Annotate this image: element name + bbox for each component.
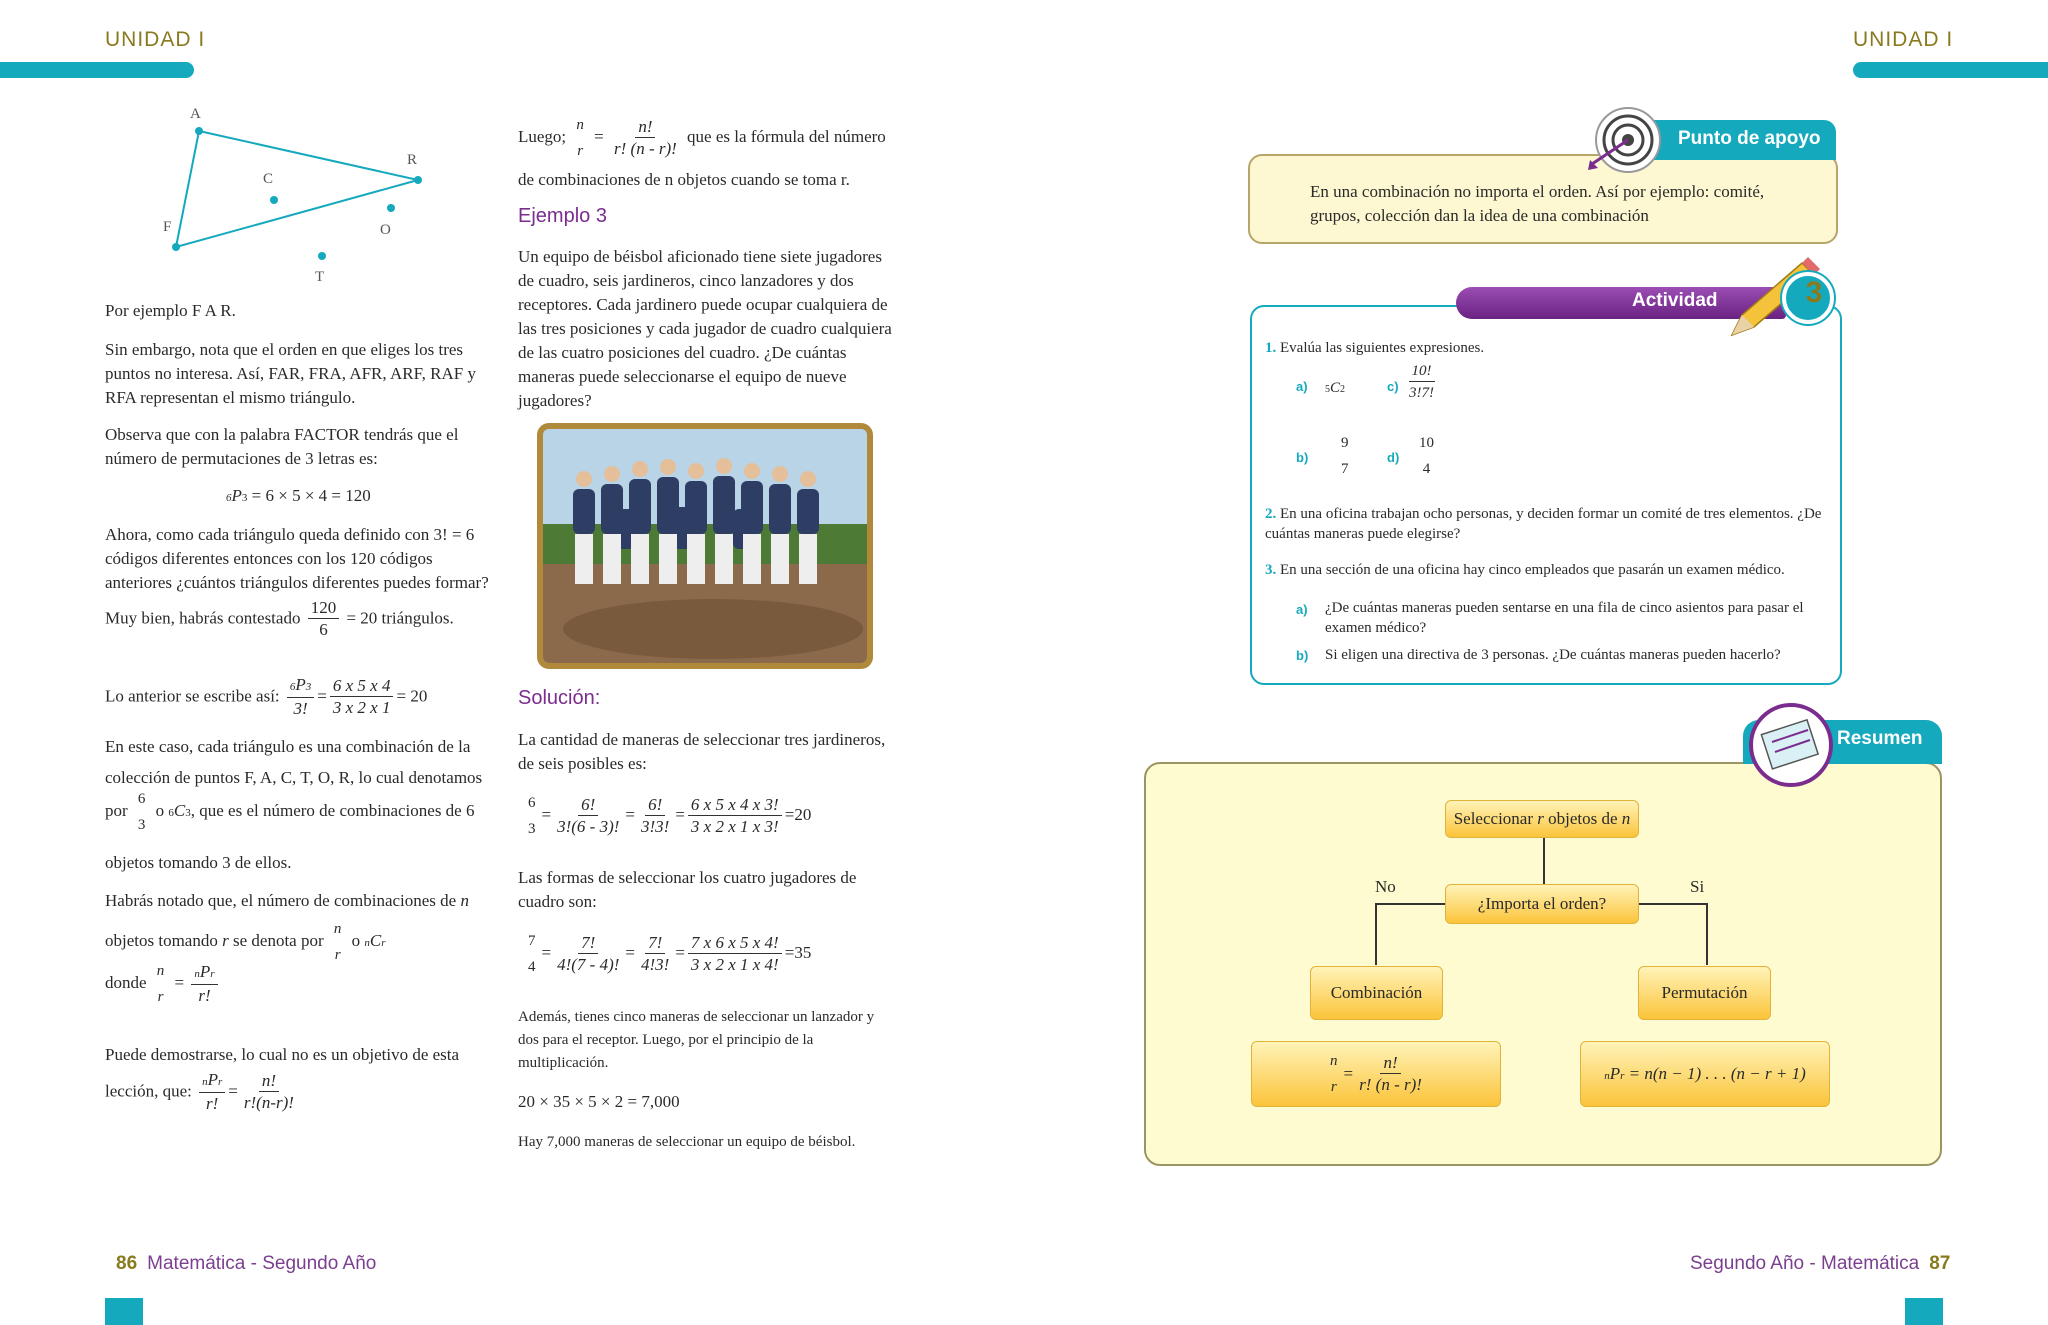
- point-label-o: O: [380, 222, 391, 238]
- point-label-c: C: [263, 171, 274, 187]
- example-heading: Ejemplo 3: [518, 205, 607, 227]
- paragraph-codes: Ahora, como cada triángulo queda definid…: [105, 525, 489, 592]
- unit-label-right: UNIDAD I: [1853, 28, 1954, 51]
- paragraph-order: Sin embargo, nota que el orden en que el…: [105, 340, 476, 407]
- footer-bar-right: [1905, 1298, 1943, 1325]
- question-3a: ¿De cuántas maneras pueden sentarse en u…: [1325, 600, 1804, 636]
- flow-line-right: [1638, 903, 1708, 905]
- actividad-number-badge: [1782, 272, 1834, 324]
- flow-start: Seleccionar r objetos de n: [1445, 800, 1639, 838]
- paragraph-noted: Habrás notado que, el número de combinac…: [105, 891, 469, 910]
- paragraph-jardineros: La cantidad de maneras de seleccionar tr…: [518, 730, 886, 773]
- paragraph-problem: Un equipo de béisbol aficionado tiene si…: [518, 247, 892, 410]
- label-b: b): [1296, 450, 1309, 465]
- footer-title-right: Segundo Año - Matemática: [1690, 1253, 1920, 1274]
- flow-line-left: [1375, 903, 1445, 905]
- point-label-f: F: [163, 219, 172, 235]
- point-label-a: A: [190, 106, 201, 122]
- baseball-team-photo: [537, 423, 873, 669]
- paragraph-multiplication: Además, tienes cinco maneras de seleccio…: [518, 1009, 875, 1071]
- flow-combination: Combinación: [1310, 966, 1443, 1020]
- paragraph-demonstrate: Puede demostrarse, lo cual no es un obje…: [105, 1045, 460, 1064]
- footer-right: Segundo Año - Matemática 87: [1690, 1253, 1960, 1275]
- flow-no: No: [1375, 877, 1396, 896]
- question-1: 1. Evalúa las siguientes expresiones.: [1265, 340, 1485, 356]
- flow-question: ¿Importa el orden?: [1445, 884, 1639, 924]
- header-bar-right: [1853, 62, 2048, 78]
- flow-line-top: [1543, 838, 1545, 886]
- permutation-formula: nPr = n(n − 1) . . . (n − r + 1): [1580, 1041, 1830, 1107]
- expression-c: 10!3!7!: [1408, 363, 1435, 401]
- punto-apoyo-title: Punto de apoyo: [1678, 128, 1821, 149]
- question-2: 2. En una oficina trabajan ocho personas…: [1265, 506, 1822, 542]
- triangle-diagram: [172, 127, 422, 260]
- paragraph-example: Por ejemplo F A R.: [105, 301, 236, 320]
- question-3b: Si eligen una directiva de 3 personas. ¿…: [1325, 647, 1781, 663]
- expression-a: 5C2: [1325, 380, 1346, 396]
- solution-heading: Solución:: [518, 687, 601, 709]
- label-3b: b): [1296, 648, 1309, 663]
- paragraph-factor: Observa que con la palabra FACTOR tendrá…: [105, 425, 459, 468]
- label-3a: a): [1296, 602, 1308, 617]
- actividad-number: 3: [1805, 276, 1823, 309]
- flow-line-right-down: [1706, 903, 1708, 965]
- paragraph-formula-line2: de combinaciones de n objetos cuando se …: [518, 170, 850, 189]
- paragraph-conclusion: Hay 7,000 maneras de seleccionar un equi…: [518, 1134, 856, 1150]
- equation-total: 20 × 35 × 5 × 2 = 7,000: [518, 1092, 680, 1111]
- point-label-r: R: [407, 152, 418, 168]
- flow-permutation: Permutación: [1638, 966, 1771, 1020]
- footer-bar-left: [105, 1298, 143, 1325]
- paragraph-collection: En este caso, cada triángulo es una comb…: [105, 737, 483, 787]
- book-icon: [1749, 703, 1833, 787]
- footer-left: 86 Matemática - Segundo Año: [106, 1253, 376, 1275]
- equation-permutations: 6P3 = 6 × 5 × 4 = 120: [226, 486, 371, 505]
- paragraph-cuadro: Las formas de seleccionar los cuatro jug…: [518, 868, 857, 911]
- question-3: 3. En una sección de una oficina hay cin…: [1265, 562, 1785, 578]
- punto-apoyo-box: En una combinación no importa el orden. …: [1248, 154, 1838, 244]
- resumen-title: Resumen: [1837, 728, 1923, 749]
- point-label-t: T: [315, 269, 325, 285]
- paragraph-objects: objetos tomando 3 de ellos.: [105, 853, 292, 872]
- header-bar-left: [0, 62, 194, 78]
- page-number-left: 86: [116, 1253, 138, 1274]
- flow-si: Si: [1690, 877, 1705, 896]
- actividad-tab: [1456, 287, 1786, 319]
- page-number-right: 87: [1929, 1253, 1951, 1274]
- label-d: d): [1387, 450, 1400, 465]
- unit-label-left: UNIDAD I: [105, 28, 206, 51]
- label-c: c): [1387, 379, 1399, 394]
- footer-title-left: Matemática - Segundo Año: [147, 1253, 377, 1274]
- target-icon: [1588, 107, 1661, 173]
- punto-apoyo-text: En una combinación no importa el orden. …: [1310, 182, 1765, 225]
- flow-line-left-down: [1375, 903, 1377, 965]
- label-a: a): [1296, 379, 1308, 394]
- actividad-title: Actividad: [1632, 290, 1718, 311]
- punto-apoyo-tab: [1640, 120, 1836, 160]
